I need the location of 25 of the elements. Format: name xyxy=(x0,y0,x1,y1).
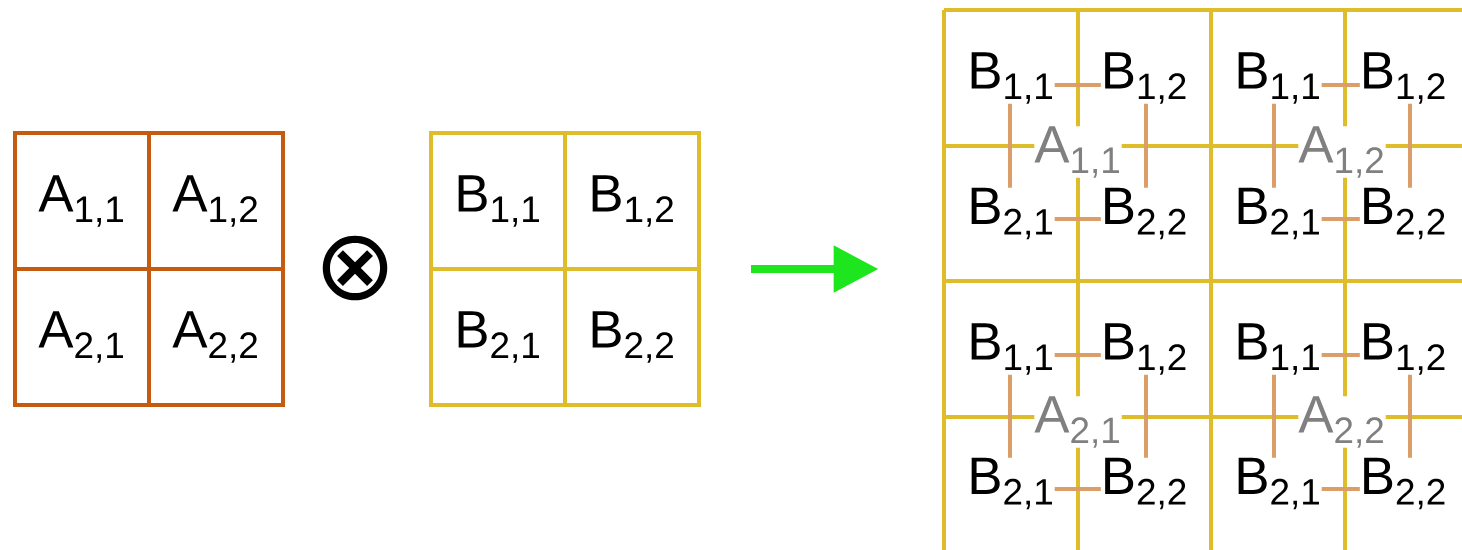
operator-symbol: ⊗ xyxy=(322,235,388,301)
matrix-cell: A$_{2,2}$ xyxy=(147,267,285,407)
matrix-cell: B$_{2,1}$ xyxy=(1234,457,1322,510)
matrix-cell: B$_{1,2}$ xyxy=(563,131,701,271)
matrix-cell: B$_{2,2}$ xyxy=(1100,457,1189,510)
matrix-cell: B$_{1,2}$ xyxy=(1359,52,1448,104)
matrix-cell: B$_{2,2}$ xyxy=(1100,187,1189,240)
matrix-cell: B$_{1,2}$ xyxy=(1359,323,1448,375)
matrix-cell: B$_{1,1}$ xyxy=(429,131,567,271)
matrix-cell: B$_{2,2}$ xyxy=(1359,187,1448,240)
matrix-cell: B$_{1,1}$ xyxy=(967,323,1055,375)
matrix-cell: A$_{2,1}$ xyxy=(13,267,151,407)
matrix-cell: B$_{1,1}$ xyxy=(967,52,1055,104)
matrix-cell: B$_{1,2}$ xyxy=(1100,52,1189,104)
matrix-cell: B$_{1,1}$ xyxy=(1234,52,1322,104)
matrix-cell: B$_{1,2}$ xyxy=(1100,323,1189,375)
matrix-cell: B$_{2,2}$ xyxy=(1359,457,1448,510)
matrix-cell: A$_{1,2}$ xyxy=(147,131,285,271)
matrix-cell: B$_{2,1}$ xyxy=(967,187,1055,240)
matrix-cell: B$_{2,1}$ xyxy=(429,267,567,407)
matrix-cell: B$_{2,2}$ xyxy=(563,267,701,407)
matrix-cell: B$_{1,1}$ xyxy=(1234,323,1322,375)
matrix-cell: A$_{1,1}$ xyxy=(13,131,151,271)
matrix-cell: B$_{2,1}$ xyxy=(1234,187,1322,240)
matrix-cell: B$_{2,1}$ xyxy=(967,457,1055,510)
